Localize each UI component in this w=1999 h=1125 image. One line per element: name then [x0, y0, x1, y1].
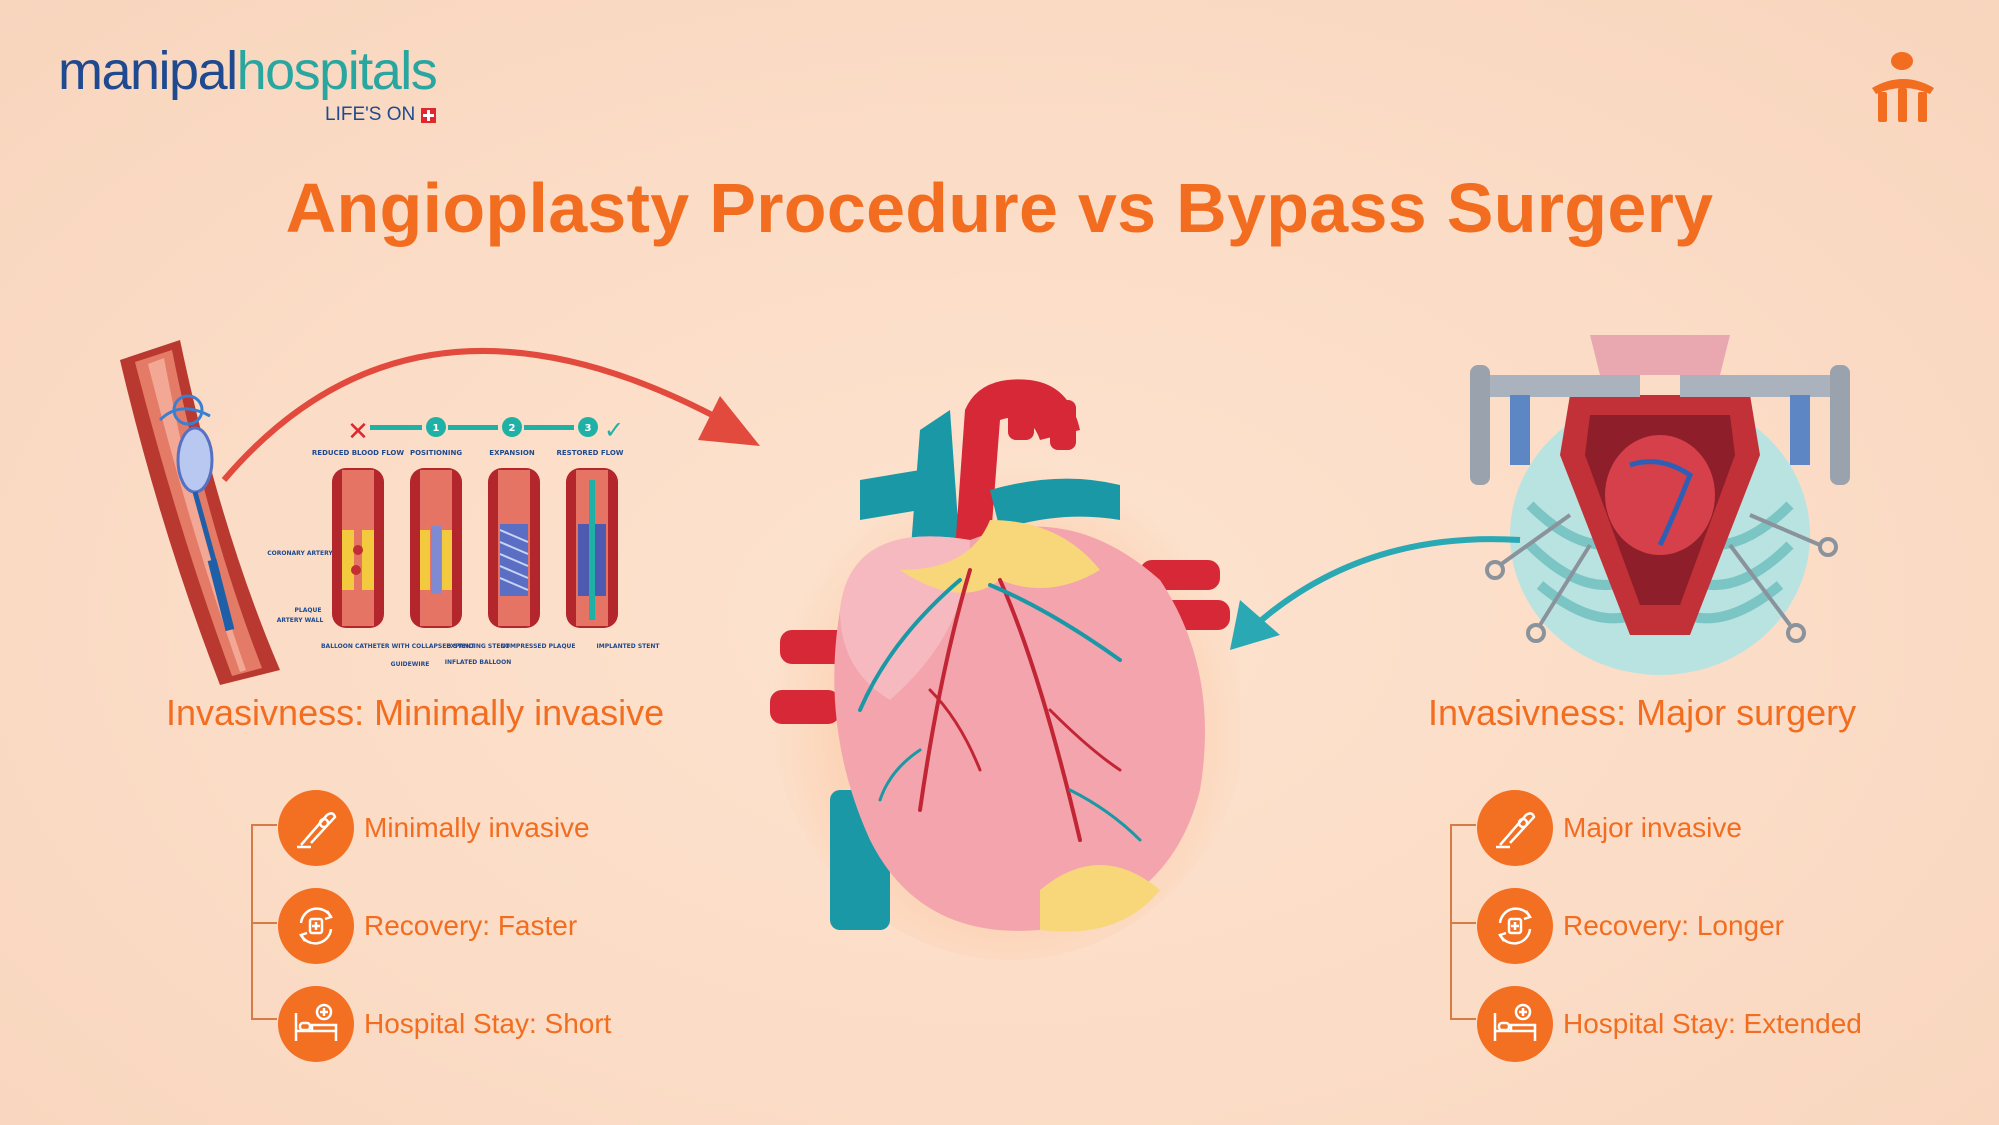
tree-connector — [251, 824, 279, 1020]
bypass-invasiveness-heading: Invasivness: Major surgery — [1428, 692, 1857, 733]
scalpel-icon — [1477, 790, 1553, 866]
list-item: Recovery: Longer — [1477, 888, 1784, 964]
x-mark-icon: ✕ — [347, 417, 369, 447]
artery-stage-1 — [332, 468, 384, 628]
feature-label: Recovery: Faster — [364, 910, 578, 941]
list-item: Hospital Stay: Short — [278, 986, 611, 1062]
heart-illustration — [770, 379, 1240, 960]
feature-label: Major invasive — [1563, 812, 1742, 843]
label-balloon-catheter: BALLOON CATHETER WITH COLLAPSED STENT — [321, 643, 476, 650]
check-icon: ✓ — [604, 416, 624, 444]
recovery-cycle-icon — [278, 888, 354, 964]
angioplasty-invasiveness-heading: Invasivness: Minimally invasive — [166, 692, 665, 733]
artery-stage-3 — [488, 468, 540, 628]
list-item: Recovery: Faster — [278, 888, 577, 964]
artery-stage-2 — [410, 468, 462, 628]
label-inflated-balloon: INFLATED BALLOON — [445, 659, 512, 666]
label-expanding-stent: EXPANDING STENT — [446, 643, 510, 650]
label-step2: POSITIONING — [410, 449, 462, 457]
red-plus-icon — [421, 107, 437, 123]
label-step1: REDUCED BLOOD FLOW — [312, 449, 404, 457]
angioplasty-illustration: ✕ 1 2 3 ✓ REDUCED BLOOD FLOW POSITIONING… — [120, 340, 661, 685]
tagline-text: LIFE'S ON — [325, 104, 416, 125]
teal-curved-arrow — [1230, 536, 1521, 650]
list-item: Major invasive — [1477, 790, 1742, 866]
label-plaque: PLAQUE — [295, 607, 322, 614]
svg-text:2: 2 — [509, 423, 516, 434]
brand-mark-icon — [1872, 52, 1934, 122]
feature-label: Minimally invasive — [364, 812, 590, 843]
logo-word-part1: manipal — [58, 41, 238, 101]
label-implanted-stent: IMPLANTED STENT — [597, 643, 661, 650]
label-artery-wall: ARTERY WALL — [277, 617, 324, 624]
page-title: Angioplasty Procedure vs Bypass Surgery — [285, 169, 1714, 247]
logo-word-part2: hospitals — [236, 41, 438, 101]
hospital-logo[interactable]: manipalhospitals LIFE'S ON — [58, 41, 438, 125]
label-step3: EXPANSION — [489, 449, 535, 457]
artery-catheter-image — [120, 340, 280, 685]
recovery-cycle-icon — [1477, 888, 1553, 964]
tree-connector — [1450, 824, 1478, 1020]
label-guidewire: GUIDEWIRE — [391, 661, 430, 668]
hospital-bed-icon — [1477, 986, 1553, 1062]
svg-text:1: 1 — [433, 423, 440, 434]
label-coronary-artery: CORONARY ARTERY — [267, 550, 333, 557]
scalpel-icon — [278, 790, 354, 866]
hospital-bed-icon — [278, 986, 354, 1062]
artery-stage-4 — [566, 468, 618, 628]
feature-label: Recovery: Longer — [1563, 910, 1785, 941]
bypass-surgery-illustration — [1470, 335, 1850, 675]
label-step4: RESTORED FLOW — [556, 449, 623, 457]
logo-tagline: LIFE'S ON — [325, 104, 437, 126]
svg-text:3: 3 — [585, 423, 592, 434]
list-item: Hospital Stay: Extended — [1477, 986, 1862, 1062]
label-compressed-plaque: COMPRESSED PLAQUE — [500, 643, 575, 650]
red-curved-arrow — [221, 347, 760, 482]
feature-label: Hospital Stay: Extended — [1563, 1008, 1862, 1039]
feature-label: Hospital Stay: Short — [364, 1008, 612, 1039]
logo-wordmark: manipalhospitals — [58, 41, 438, 101]
list-item: Minimally invasive — [278, 790, 590, 866]
